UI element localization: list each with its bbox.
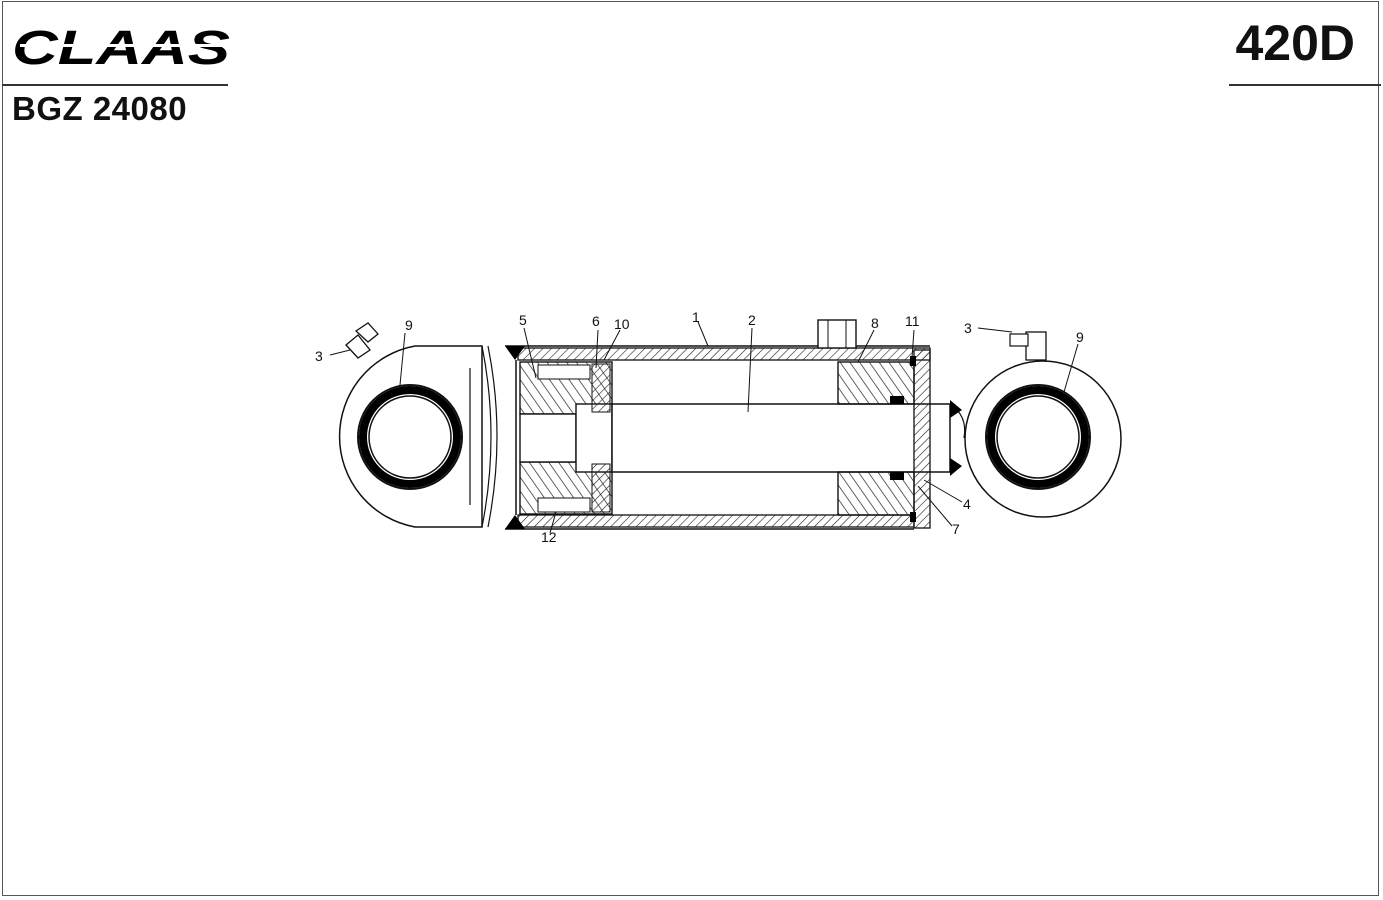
- hydraulic-port: [817, 319, 857, 349]
- piston-rod: [611, 403, 951, 473]
- page-code-divider: [1229, 84, 1381, 86]
- callout-3-left: 3: [315, 348, 323, 364]
- piston: [519, 361, 613, 515]
- callout-3-right: 3: [964, 320, 972, 336]
- callout-2: 2: [748, 312, 756, 328]
- callout-6: 6: [592, 313, 600, 329]
- callout-leaders: [329, 321, 1079, 534]
- callout-9-right: 9: [1076, 329, 1084, 345]
- callout-8: 8: [871, 315, 879, 331]
- cylinder-head: [837, 349, 966, 529]
- left-eye-mount: [338, 345, 498, 528]
- callout-7: 7: [952, 521, 960, 537]
- page-code: 420D: [1235, 15, 1355, 71]
- document-code: BGZ 24080: [12, 90, 188, 127]
- claas-logo: CLAAS: [12, 22, 230, 72]
- callout-9-left: 9: [405, 317, 413, 333]
- right-grease-nipple: [1009, 331, 1047, 361]
- callout-10: 10: [614, 316, 630, 332]
- callout-5: 5: [519, 312, 527, 328]
- callout-4: 4: [963, 496, 971, 512]
- left-grease-nipple: [345, 322, 379, 359]
- logo-divider: [2, 84, 228, 86]
- callout-1: 1: [692, 309, 700, 325]
- callout-12: 12: [541, 529, 557, 545]
- callout-11: 11: [905, 313, 920, 329]
- right-eye-mount: [964, 360, 1122, 518]
- cylinder-tube: [505, 345, 931, 530]
